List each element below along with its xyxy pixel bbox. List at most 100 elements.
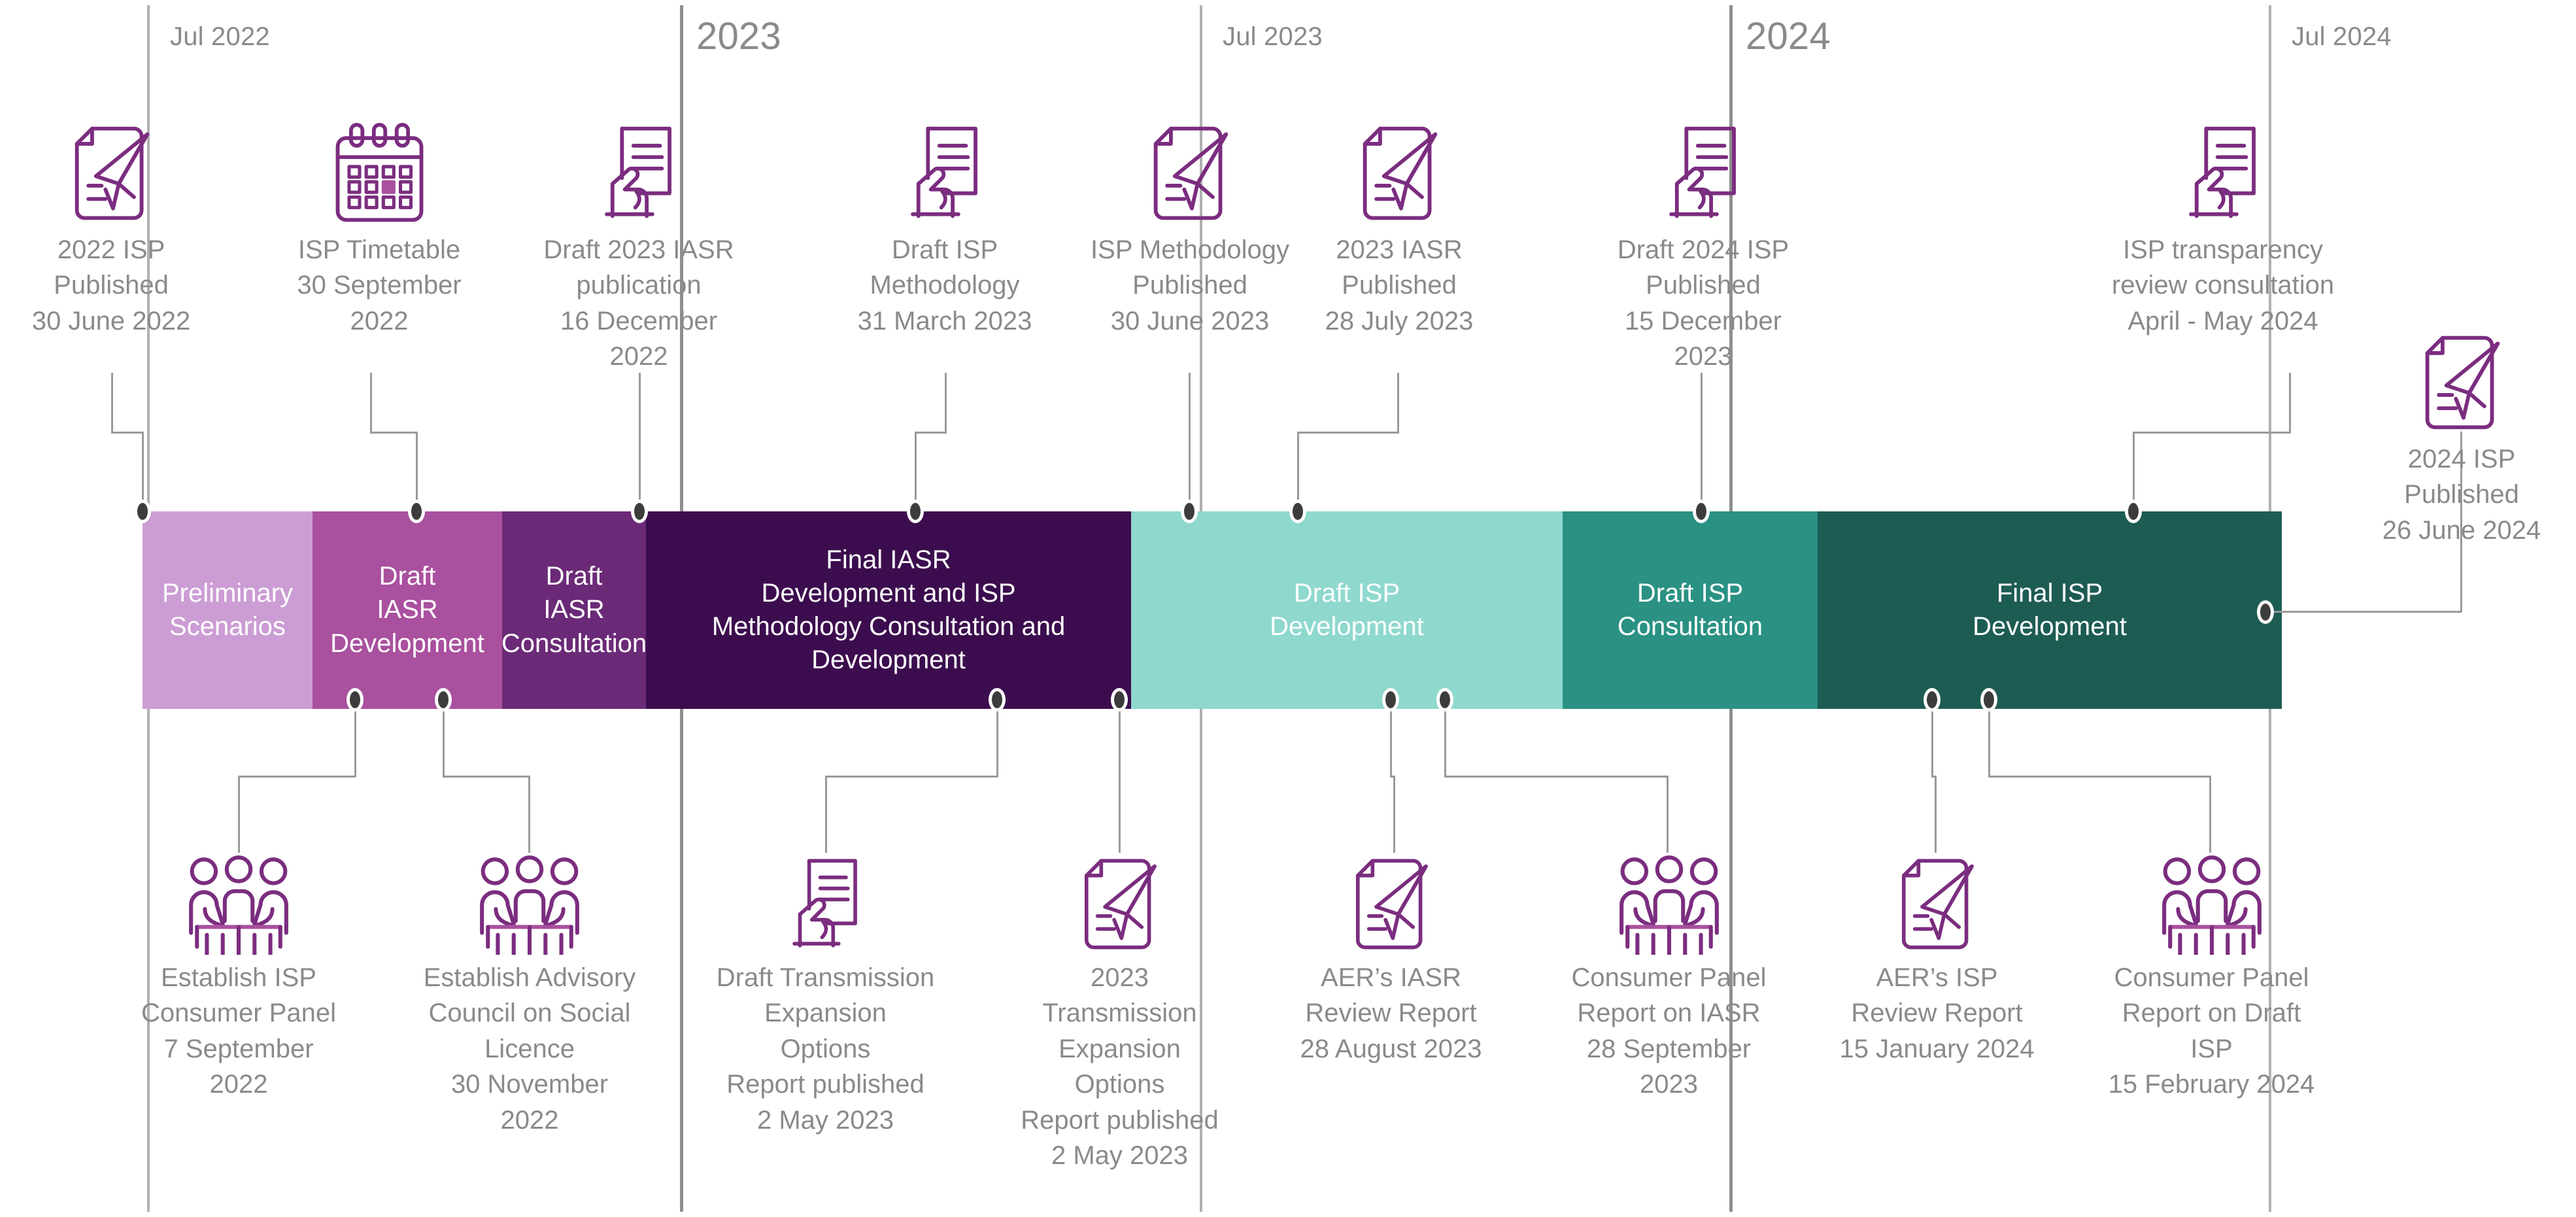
milestone-above-draft-2024-isp-published[interactable]: Draft 2024 ISP Published 15 December 202… [1595,118,1811,375]
connector-above-4-h [915,432,947,434]
milestone-date: 28 September 2023 [1586,1034,1752,1099]
hand-document-icon [534,118,743,226]
milestone-date: 15 January 2024 [1839,1034,2035,1063]
connector-below-6-v2 [1667,776,1669,853]
connector-below-5-v2 [1393,776,1395,853]
connector-above-1-v1 [142,432,144,515]
milestone-below-aer-isp-review-report[interactable]: AER’s ISP Review Report 15 January 2024 [1827,850,2046,1067]
milestone-title: ISP transparency review consultation [2111,235,2335,300]
connector-below-3-v2 [825,776,827,853]
panel-meeting-icon [1559,850,1778,955]
connector-below-6-h [1444,776,1669,778]
milestone-dot-below-7[interactable] [1924,688,1940,711]
milestone-title: Draft ISP Methodology [870,235,1020,300]
milestone-above-isp-methodology-published[interactable]: ISP Methodology Published 30 June 2023 [1085,118,1295,339]
milestone-date: 2 May 2023 [1051,1140,1189,1170]
milestone-title: 2023 IASR Published [1336,235,1463,300]
connector-above-2-h [370,432,418,434]
milestone-dot-above-7[interactable] [1693,500,1710,523]
milestone-title: Establish Advisory Council on Social Lic… [423,963,636,1063]
milestone-below-draft-transmission-expansion[interactable]: Draft Transmission Expansion Options Rep… [716,850,935,1138]
connector-above-2-v2 [370,373,372,433]
milestone-below-consumer-panel-report-iasr[interactable]: Consumer Panel Report on IASR 28 Septemb… [1559,850,1778,1103]
connector-below-7-v1 [1931,705,1933,777]
gridline-label-2023: 2023 [696,15,781,58]
connector-below-3-v1 [996,705,998,777]
connector-below-2-v2 [528,776,530,853]
phase-preliminary-scenarios[interactable]: Preliminary Scenarios [143,511,313,709]
milestone-below-consumer-panel-report-draft-isp[interactable]: Consumer Panel Report on Draft ISP 15 Fe… [2102,850,2321,1103]
milestone-title: Draft Transmission Expansion Options Rep… [716,963,935,1099]
connector-below-7-v2 [1935,776,1937,853]
milestone-above-2024-isp-published[interactable]: 2024 ISP Published 26 June 2024 [2354,327,2569,548]
panel-meeting-icon [134,850,343,955]
milestone-dot-below-4[interactable] [1111,688,1128,711]
milestone-dot-below-2[interactable] [435,688,452,711]
milestone-above-isp-transparency-review[interactable]: ISP transparency review consultation Apr… [2105,118,2341,339]
milestone-below-aer-iasr-review-report[interactable]: AER’s IASR Review Report 28 August 2023 [1281,850,1500,1067]
milestone-dot-below-8[interactable] [1980,688,1997,711]
phase-draft-isp-consultation[interactable]: Draft ISP Consultation [1563,511,1818,709]
milestone-date: April - May 2024 [2127,306,2318,335]
milestone-above-2022-isp-published[interactable]: 2022 ISP Published 30 June 2022 [7,118,216,339]
hand-document-icon [2105,118,2341,226]
connector-below-1-v2 [238,776,240,853]
milestone-below-establish-isp-consumer-panel[interactable]: Establish ISP Consumer Panel 7 September… [134,850,343,1103]
connector-above-7-v [1701,373,1703,515]
connector-above-1-v2 [111,373,113,433]
milestone-dot-below-5[interactable] [1382,688,1399,711]
connector-above-8-h [2133,432,2291,434]
connector-below-1-v1 [354,705,356,777]
milestone-date: 30 June 2022 [31,306,191,335]
phase-draft-iasr-development[interactable]: Draft IASR Development [313,511,502,709]
milestone-dot-above-6[interactable] [1289,500,1306,523]
milestone-dot-above-4[interactable] [907,500,924,523]
milestone-date: 16 December 2022 [560,306,718,371]
milestone-dot-above-9[interactable] [2257,600,2274,624]
milestone-above-2023-iasr-published[interactable]: 2023 IASR Published 28 July 2023 [1298,118,1500,339]
phase-draft-iasr-consultation[interactable]: Draft IASR Consultation [501,511,647,709]
milestone-title: AER’s ISP Review Report [1851,963,2023,1028]
milestone-date: 28 August 2023 [1300,1034,1482,1063]
milestone-below-2023-transmission-expansion[interactable]: 2023 Transmission Expansion Options Repo… [1010,850,1229,1173]
document-paper-plane-icon [1010,850,1229,955]
connector-below-7-h [1931,776,1937,778]
milestone-date: 15 February 2024 [2108,1070,2315,1099]
connector-below-6-v1 [1444,705,1446,777]
milestone-above-draft-isp-methodology[interactable]: Draft ISP Methodology 31 March 2023 [840,118,1049,339]
milestone-title: Draft 2024 ISP Published [1617,235,1789,300]
milestone-dot-above-8[interactable] [2125,500,2142,523]
document-paper-plane-icon [1827,850,2046,955]
milestone-title: Consumer Panel Report on IASR [1571,963,1767,1028]
milestone-above-draft-2023-iasr-publication[interactable]: Draft 2023 IASR publication 16 December … [534,118,743,375]
connector-below-8-v2 [2209,776,2211,853]
connector-above-6-v2 [1397,373,1399,433]
phase-final-iasr-development[interactable]: Final IASR Development and ISP Methodolo… [646,511,1131,709]
connector-below-2-v1 [443,705,445,777]
milestone-title: 2023 Transmission Expansion Options Repo… [1021,963,1219,1135]
milestone-above-isp-timetable[interactable]: ISP Timetable 30 September 2022 [275,118,484,339]
phase-final-isp-development[interactable]: Final ISP Development [1818,511,2282,709]
connector-below-8-h [1988,776,2211,778]
milestone-dot-below-6[interactable] [1436,688,1453,711]
milestone-dot-above-5[interactable] [1181,500,1198,523]
milestone-date: 30 November 2022 [450,1070,609,1135]
connector-above-8-v1 [2133,432,2135,515]
milestone-title: AER’s IASR Review Report [1305,963,1477,1028]
milestone-dot-above-3[interactable] [631,500,648,523]
milestone-below-establish-advisory-council[interactable]: Establish Advisory Council on Social Lic… [422,850,637,1138]
connector-above-9-h [2269,611,2462,613]
milestone-dot-above-2[interactable] [408,500,425,523]
milestone-title: Draft 2023 IASR publication [543,235,734,300]
connector-below-5-h [1390,776,1395,778]
hand-document-icon [840,118,1049,226]
phase-draft-isp-development[interactable]: Draft ISP Development [1131,511,1563,709]
milestone-dot-above-1[interactable] [134,500,151,523]
milestone-dot-below-3[interactable] [989,688,1006,711]
milestone-dot-below-1[interactable] [347,688,364,711]
gridline-label-jul-2022: Jul 2022 [170,22,270,51]
document-paper-plane-icon [7,118,216,226]
connector-above-3-v [639,373,641,515]
connector-below-3-h [825,776,998,778]
